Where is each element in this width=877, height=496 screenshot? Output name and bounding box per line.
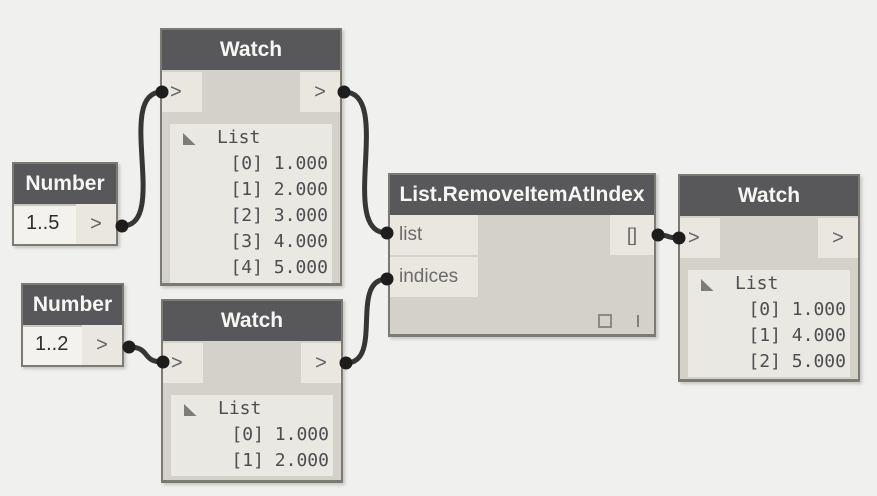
port-spacer bbox=[202, 72, 300, 112]
wire-watch-bottom-to-indices-input[interactable] bbox=[343, 276, 390, 366]
list-item: [1] 2.000 bbox=[231, 450, 329, 471]
output-port[interactable]: > bbox=[82, 325, 122, 365]
watch-tree: List [0] 1.000 [1] 2.000 [2] 3.000 [3] 4… bbox=[170, 124, 332, 283]
list-item: [4] 5.000 bbox=[230, 257, 328, 278]
number-node-top[interactable]: Number 1..5 > bbox=[12, 162, 118, 246]
node-header[interactable]: List.RemoveItemAtIndex bbox=[390, 175, 654, 215]
input-port[interactable]: > bbox=[162, 72, 202, 112]
node-header[interactable]: Watch bbox=[163, 301, 341, 341]
node-header[interactable]: Watch bbox=[162, 30, 340, 70]
tree-root-row: List bbox=[171, 396, 333, 422]
lacing-square-icon[interactable] bbox=[598, 314, 612, 328]
watch-node-result[interactable]: Watch > > List [0] 1.000 [1] 4.000 [2] 5… bbox=[678, 174, 860, 382]
list-item: [0] 1.000 bbox=[748, 299, 846, 320]
port-spacer bbox=[720, 218, 818, 258]
collapse-triangle-icon[interactable] bbox=[184, 404, 197, 416]
number-node-bottom[interactable]: Number 1..2 > bbox=[21, 283, 124, 367]
tree-root-row: List bbox=[688, 271, 850, 297]
list-item: [2] 5.000 bbox=[748, 351, 846, 372]
node-header[interactable]: Watch bbox=[680, 176, 858, 216]
input-port-indices[interactable]: indices bbox=[390, 257, 478, 297]
list-item: [0] 1.000 bbox=[230, 153, 328, 174]
watch-tree: List [0] 1.000 [1] 4.000 [2] 5.000 bbox=[688, 270, 850, 377]
output-port[interactable]: > bbox=[76, 204, 116, 244]
wire-list-output-to-watch-result[interactable] bbox=[655, 232, 682, 241]
list-item: [1] 2.000 bbox=[230, 179, 328, 200]
list-item: [3] 4.000 bbox=[230, 231, 328, 252]
port-spacer bbox=[203, 343, 301, 383]
wire-number1-to-watch-top[interactable] bbox=[119, 89, 165, 229]
wire-watch-top-to-list-input[interactable] bbox=[341, 89, 390, 236]
watch-tree: List [0] 1.000 [1] 2.000 bbox=[171, 395, 333, 476]
input-port-list[interactable]: list bbox=[390, 215, 478, 255]
remove-item-at-index-node[interactable]: List.RemoveItemAtIndex list indices [] bbox=[388, 173, 656, 337]
tree-root-row: List bbox=[170, 125, 332, 151]
collapse-triangle-icon[interactable] bbox=[701, 279, 714, 291]
output-port[interactable]: > bbox=[300, 72, 340, 112]
collapse-triangle-icon[interactable] bbox=[183, 133, 196, 145]
watch-node-bottom[interactable]: Watch > > List [0] 1.000 [1] 2.000 bbox=[161, 299, 343, 483]
wire-number2-to-watch-bottom[interactable] bbox=[126, 344, 166, 365]
number-value-input[interactable]: 1..2 bbox=[23, 325, 82, 365]
list-item: [0] 1.000 bbox=[231, 424, 329, 445]
node-header[interactable]: Number bbox=[23, 285, 122, 325]
tree-root-label: List bbox=[735, 273, 779, 294]
output-port[interactable]: [] bbox=[610, 215, 654, 255]
output-port[interactable]: > bbox=[301, 343, 341, 383]
output-port[interactable]: > bbox=[818, 218, 858, 258]
watch-node-top[interactable]: Watch > > List [0] 1.000 [1] 2.000 [2] 3… bbox=[160, 28, 342, 286]
tree-root-label: List bbox=[218, 398, 262, 419]
number-value-input[interactable]: 1..5 bbox=[14, 204, 76, 244]
node-header[interactable]: Number bbox=[14, 164, 116, 204]
lacing-bar-icon bbox=[637, 315, 639, 327]
input-port[interactable]: > bbox=[163, 343, 203, 383]
tree-root-label: List bbox=[217, 127, 261, 148]
list-item: [1] 4.000 bbox=[748, 325, 846, 346]
list-item: [2] 3.000 bbox=[230, 205, 328, 226]
input-port[interactable]: > bbox=[680, 218, 720, 258]
